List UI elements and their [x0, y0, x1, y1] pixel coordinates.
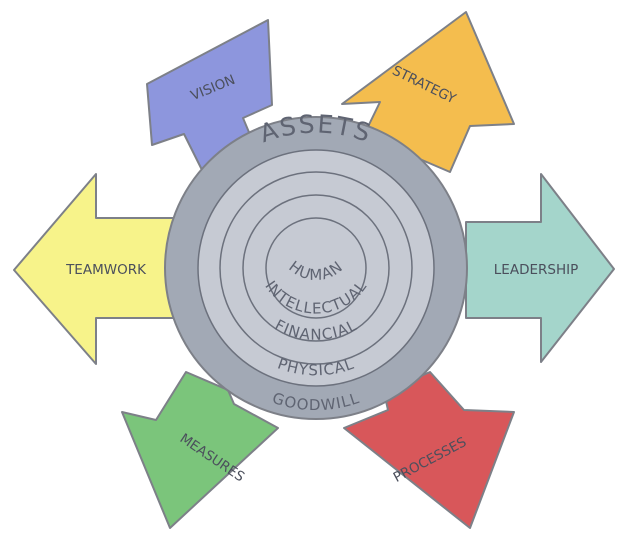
leadership-arrow-shape [465, 173, 615, 363]
teamwork-arrow-shape [13, 173, 177, 365]
assets-disc [164, 116, 468, 420]
financial-ring [242, 194, 390, 342]
goodwill-ring [197, 149, 435, 387]
measures-arrow: MEASURES [121, 371, 279, 529]
processes-arrow: PROCESSES [343, 371, 515, 529]
intellectual-ring [265, 217, 367, 319]
physical-ring [219, 171, 413, 365]
teamwork-label: TEAMWORK [65, 262, 147, 278]
teamwork-arrow: TEAMWORK [13, 173, 177, 365]
leadership-arrow: LEADERSHIP [465, 173, 615, 363]
leadership-label: LEADERSHIP [494, 262, 578, 278]
